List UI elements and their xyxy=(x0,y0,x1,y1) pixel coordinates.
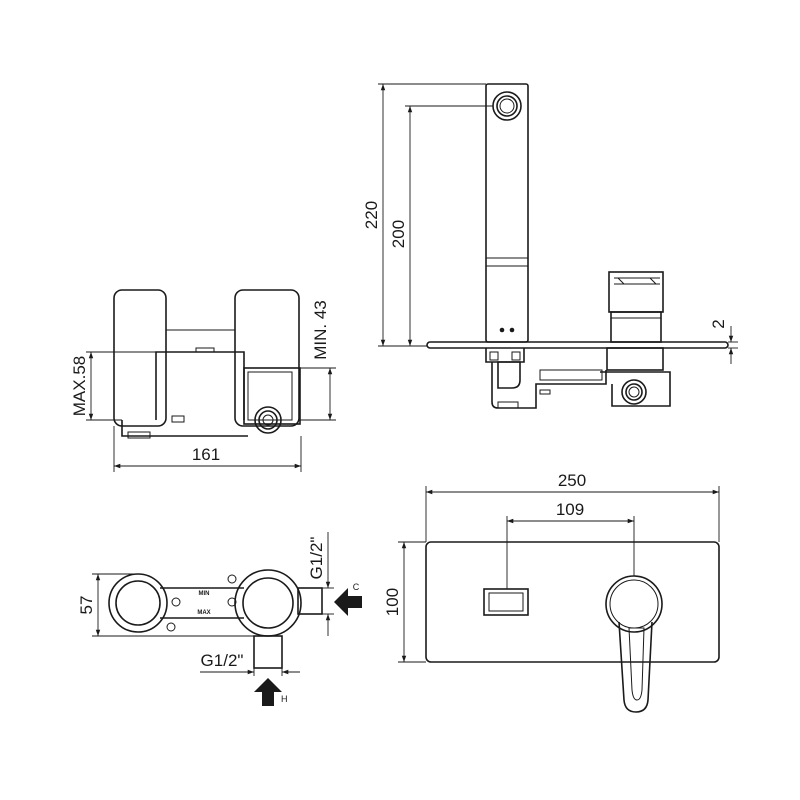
dim-min-43: MIN. 43 xyxy=(311,300,330,360)
spout xyxy=(485,83,529,343)
dim-g12-top: G1/2" xyxy=(307,537,326,580)
side-view: 220 200 2 xyxy=(362,83,738,409)
side-inlet-outer xyxy=(621,379,647,405)
dim-250: 250 xyxy=(558,471,586,490)
handle-hub xyxy=(605,575,663,633)
handle-collar xyxy=(610,311,662,343)
body-label-max: MAX xyxy=(197,610,210,616)
cold-inlet-stub xyxy=(297,587,323,615)
right-cap xyxy=(234,289,300,427)
body-top-view: MIN MAX 57 G1/2" G1/2" C H xyxy=(77,532,362,706)
cover-plate-front xyxy=(425,541,720,663)
front-inlet-outer xyxy=(254,406,282,434)
dim-max-58: MAX.58 xyxy=(70,356,89,416)
dim-161: 161 xyxy=(192,445,220,464)
left-cartridge-outer xyxy=(108,573,168,633)
dim-200: 200 xyxy=(389,220,408,248)
lever-blade xyxy=(618,621,653,713)
left-cap xyxy=(113,289,167,427)
dim-100: 100 xyxy=(383,588,402,616)
cover-plate xyxy=(426,341,729,349)
dim-2: 2 xyxy=(709,319,728,328)
dim-220: 220 xyxy=(362,201,381,229)
body-front-view: MAX.58 MIN. 43 161 xyxy=(70,289,336,472)
body-label-min: MIN xyxy=(199,591,210,597)
label-hot: H xyxy=(281,694,288,704)
right-cartridge-outer xyxy=(234,569,302,637)
label-cold: C xyxy=(353,582,360,592)
dim-g12-bottom: G1/2" xyxy=(201,651,244,670)
hot-inlet-stub xyxy=(253,635,283,669)
hot-arrow-icon xyxy=(254,678,282,706)
dim-57: 57 xyxy=(77,596,96,615)
spout-outlet xyxy=(483,588,529,616)
dim-109: 109 xyxy=(556,500,584,519)
plate-front-view: 250 109 100 xyxy=(383,471,720,713)
cold-arrow-icon xyxy=(334,588,362,616)
